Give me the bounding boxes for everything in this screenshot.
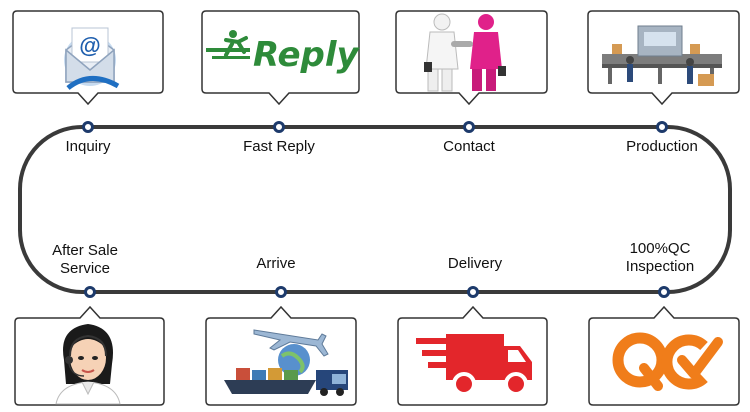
- label-arrive: Arrive: [256, 255, 296, 272]
- support-agent-icon: [55, 324, 121, 405]
- node-contact: [463, 121, 475, 133]
- label-delivery: Delivery: [447, 255, 503, 272]
- label-after-sale: After Sale Service: [30, 242, 140, 278]
- email-icon: @: [64, 27, 120, 91]
- node-fast-reply: [273, 121, 285, 133]
- reply-logo-icon: Reply: [206, 30, 361, 75]
- ship-plane-icon: [224, 329, 348, 396]
- label-after-sale-line2: Service: [59, 260, 111, 277]
- track-nodes: [82, 121, 670, 298]
- label-production: Production: [626, 138, 698, 155]
- handshake-icon: [424, 13, 506, 92]
- label-inquiry: Inquiry: [65, 138, 111, 155]
- factory-line-icon: [602, 25, 722, 86]
- process-track: [18, 125, 732, 294]
- qc-check-icon: [612, 332, 723, 391]
- reply-logo-text: Reply: [253, 35, 361, 75]
- node-qc: [658, 286, 670, 298]
- label-qc: 100%QC Inspection: [600, 240, 720, 276]
- delivery-truck-icon: [416, 334, 532, 396]
- node-inquiry: [82, 121, 94, 133]
- svg-text:@: @: [79, 33, 100, 58]
- label-fast-reply: Fast Reply: [243, 138, 315, 155]
- node-after-sale: [84, 286, 96, 298]
- node-arrive: [275, 286, 287, 298]
- label-qc-line2: Inspection: [625, 258, 695, 275]
- label-contact: Contact: [443, 138, 495, 155]
- callout-fast-reply: [201, 10, 360, 106]
- label-qc-line1: 100%QC: [629, 240, 691, 257]
- node-production: [656, 121, 668, 133]
- label-after-sale-line1: After Sale: [52, 242, 118, 259]
- node-delivery: [467, 286, 479, 298]
